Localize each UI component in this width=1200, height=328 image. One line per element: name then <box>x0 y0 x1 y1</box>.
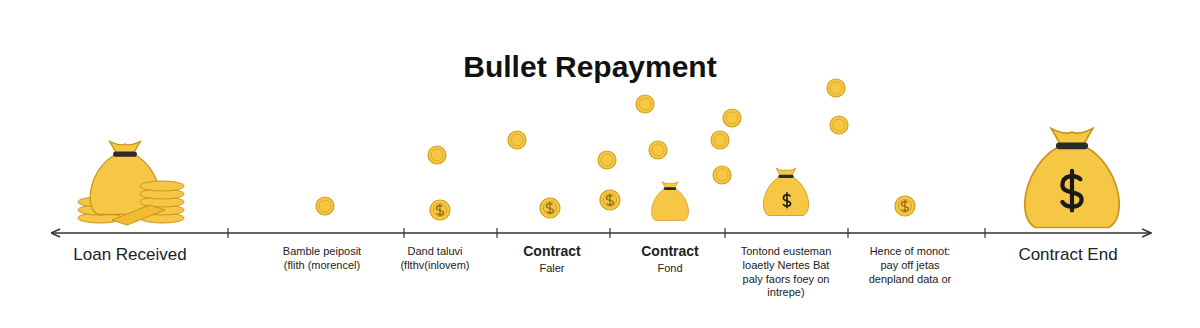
timeline-label: Fond <box>620 262 720 276</box>
timeline-label: Bamble peiposit (flith (morencel) <box>272 245 372 273</box>
timeline-label: Hence of monot: pay off jetas denpland d… <box>860 245 960 286</box>
timeline-label: Tontond eusteman loaetly Nertes Bat paly… <box>732 245 840 300</box>
timeline-label: Dand taluvi (flthv(inlovem) <box>389 245 481 273</box>
timeline-label: Loan Received <box>45 244 215 265</box>
timeline-label: Contract <box>620 243 720 261</box>
timeline-label: Contract End <box>983 244 1153 265</box>
diagram-title: Bullet Repayment <box>340 48 840 86</box>
timeline-label: Faler <box>502 262 602 276</box>
timeline-label: Contract <box>502 243 602 261</box>
